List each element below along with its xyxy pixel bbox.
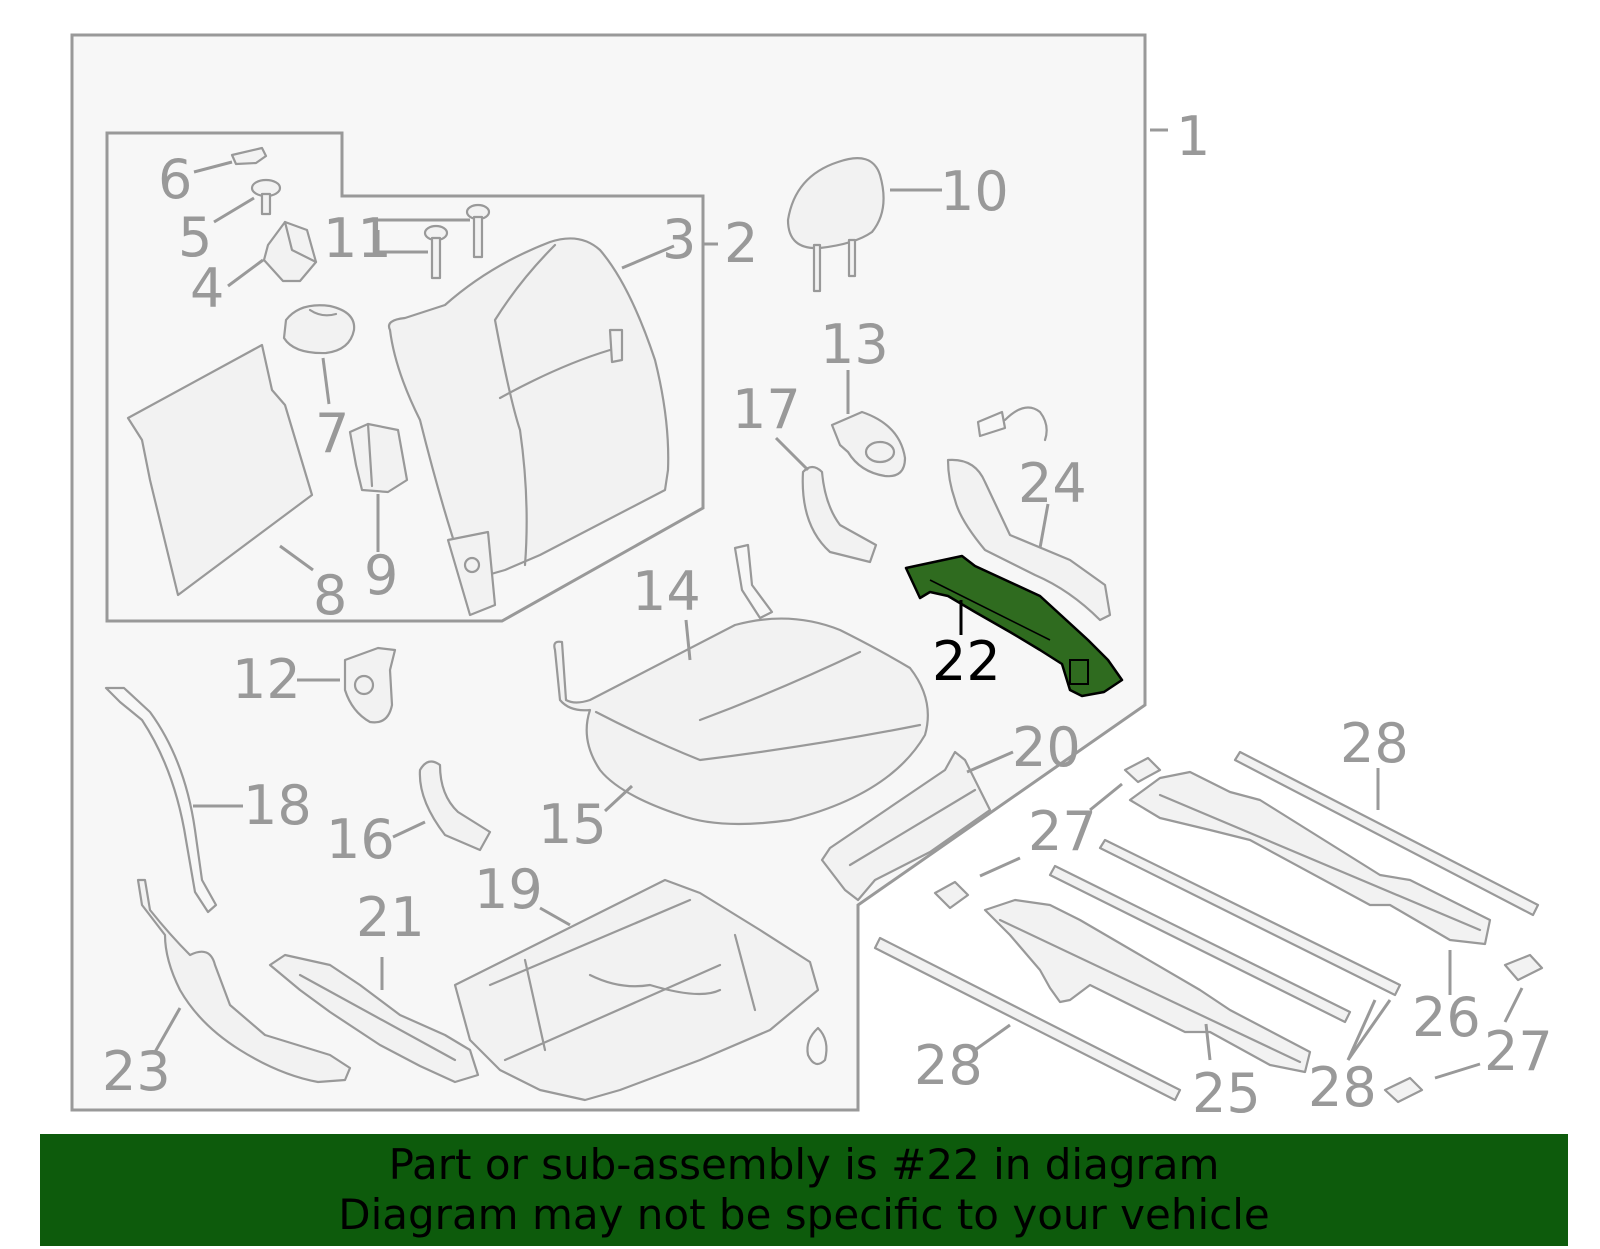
- part-28-strip-a[interactable]: [1233, 750, 1540, 917]
- callout-4: 4: [190, 257, 224, 320]
- part-28-strip-c[interactable]: [1048, 864, 1352, 1024]
- subassembly-boundary-2: [105, 131, 705, 623]
- part-19-frame[interactable]: [453, 878, 828, 1102]
- info-banner: Part or sub-assembly is #22 in diagram D…: [40, 1134, 1568, 1246]
- part-12-bracket[interactable]: [343, 646, 397, 724]
- part-27-cap-a[interactable]: [1123, 756, 1162, 784]
- callout-2: 2: [724, 212, 758, 275]
- callout-18: 18: [243, 774, 312, 837]
- callout-6: 6: [158, 148, 192, 211]
- part-11-bolts[interactable]: [423, 203, 491, 280]
- part-15-seat-cushion[interactable]: [553, 543, 929, 826]
- callout-16: 16: [326, 808, 395, 871]
- callout-23: 23: [102, 1040, 171, 1103]
- part-7-bezel[interactable]: [282, 304, 356, 355]
- callout-28a: 28: [1340, 712, 1409, 775]
- part-27-cap-b[interactable]: [933, 880, 970, 910]
- callout-9: 9: [364, 544, 398, 607]
- part-9-bracket[interactable]: [348, 422, 409, 494]
- part-28-strip-d[interactable]: [873, 936, 1182, 1102]
- part-17-trim[interactable]: [801, 465, 878, 564]
- banner-line-part-number: Part or sub-assembly is #22 in diagram: [388, 1140, 1220, 1189]
- leader-lines: [153, 160, 1524, 1080]
- callout-12: 12: [232, 648, 301, 711]
- part-3-seatback-cover[interactable]: [387, 237, 670, 617]
- callout-28b: 28: [914, 1034, 983, 1097]
- callout-27a: 27: [1028, 800, 1097, 863]
- callout-28c: 28: [1308, 1056, 1377, 1119]
- callout-15: 15: [538, 793, 607, 856]
- part-8-board[interactable]: [126, 343, 314, 597]
- callout-7: 7: [315, 402, 349, 465]
- callout-26: 26: [1412, 986, 1481, 1049]
- part-13-bracket[interactable]: [830, 410, 907, 478]
- part-27-cap-c[interactable]: [1383, 953, 1544, 1104]
- callout-17: 17: [732, 378, 801, 441]
- callout-1: 1: [1176, 105, 1210, 168]
- callout-19: 19: [474, 858, 543, 921]
- part-28-strip-b[interactable]: [1098, 838, 1402, 997]
- part-18-cable[interactable]: [104, 686, 218, 914]
- part-4-latch[interactable]: [262, 220, 318, 283]
- part-25-rail[interactable]: [983, 898, 1312, 1074]
- part-26-rail[interactable]: [1128, 770, 1492, 946]
- callout-20: 20: [1012, 716, 1081, 779]
- part-16-trim[interactable]: [418, 760, 492, 852]
- callout-21: 21: [356, 886, 425, 949]
- part-24-trim-harness[interactable]: [946, 406, 1112, 622]
- part-21-rail[interactable]: [268, 953, 480, 1084]
- part-20-bracket[interactable]: [820, 750, 992, 902]
- callout-13: 13: [820, 313, 889, 376]
- callout-8: 8: [313, 564, 347, 627]
- callout-5: 5: [178, 206, 212, 269]
- part-10-headrest[interactable]: [786, 157, 885, 293]
- callout-22: 22: [932, 630, 1001, 693]
- banner-line-disclaimer: Diagram may not be specific to your vehi…: [338, 1190, 1270, 1239]
- callout-25: 25: [1192, 1062, 1261, 1125]
- part-5-fastener[interactable]: [250, 178, 282, 216]
- part-23-trim[interactable]: [136, 878, 352, 1084]
- callout-27b: 27: [1484, 1020, 1553, 1083]
- callout-10: 10: [940, 160, 1009, 223]
- part-6-clip[interactable]: [230, 146, 268, 166]
- part-22-highlighted[interactable]: [904, 554, 1124, 698]
- callout-24: 24: [1018, 452, 1087, 515]
- callout-11: 11: [323, 207, 392, 270]
- callout-3: 3: [662, 208, 696, 271]
- callout-14: 14: [632, 560, 701, 623]
